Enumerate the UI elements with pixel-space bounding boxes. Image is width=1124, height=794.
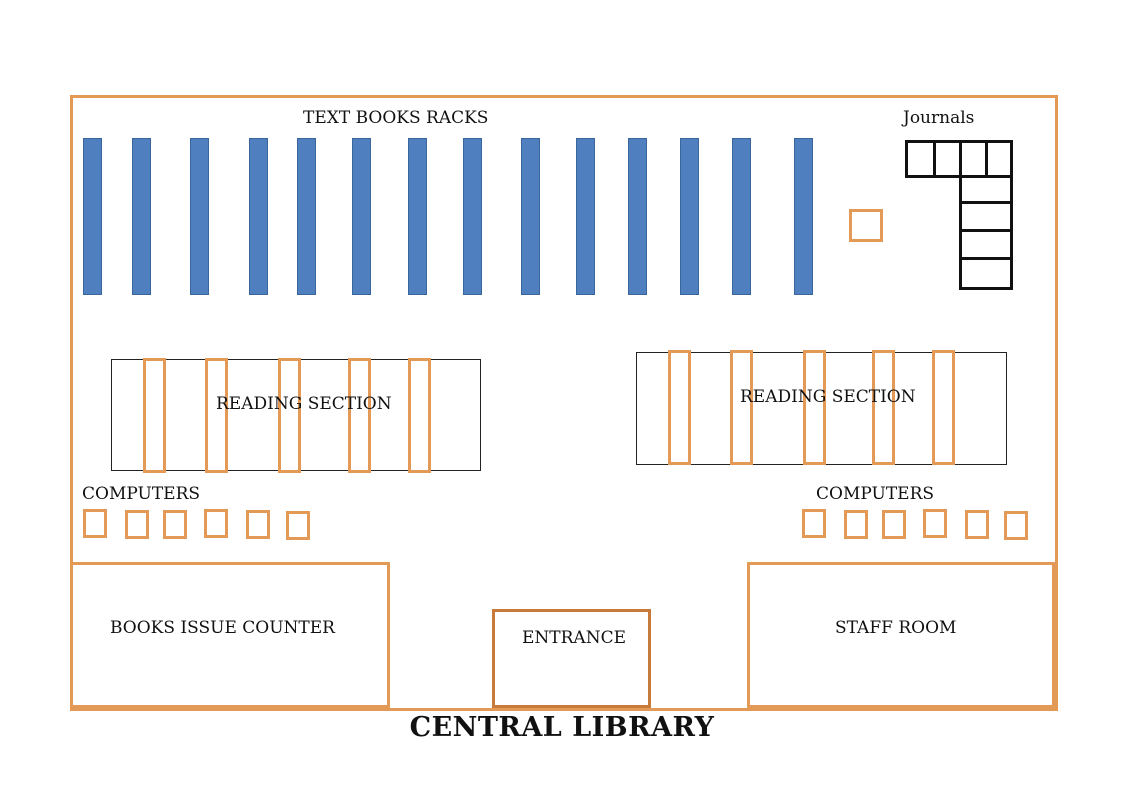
text-books-racks-label: TEXT BOOKS RACKS — [303, 108, 489, 128]
computer-station — [125, 510, 149, 539]
books-issue-counter-label: BOOKS ISSUE COUNTER — [110, 618, 335, 638]
entrance-area — [492, 609, 651, 708]
reading-table — [932, 350, 955, 465]
reading-table — [408, 358, 431, 473]
book-rack — [732, 138, 751, 295]
page-title: CENTRAL LIBRARY — [409, 712, 715, 743]
journal-desk — [849, 209, 883, 242]
staff-room-label: STAFF ROOM — [835, 618, 957, 638]
library-outer-wall — [70, 95, 1058, 711]
entrance-label: ENTRANCE — [522, 628, 626, 648]
computers-right-label: COMPUTERS — [816, 484, 935, 504]
reading-table — [872, 350, 895, 465]
book-rack — [463, 138, 482, 295]
reading-table — [278, 358, 301, 473]
computer-station — [246, 510, 270, 539]
journal-shelf-cell — [905, 140, 936, 178]
computer-station — [83, 509, 107, 538]
book-rack — [249, 138, 268, 295]
book-rack — [83, 138, 102, 295]
book-rack — [352, 138, 371, 295]
journal-shelf-cell — [985, 140, 1013, 178]
book-rack — [521, 138, 540, 295]
reading-table — [730, 350, 753, 465]
journal-shelf-cell — [959, 140, 988, 178]
book-rack — [680, 138, 699, 295]
journal-shelf-cell — [933, 140, 962, 178]
computer-station — [965, 510, 989, 539]
book-rack — [794, 138, 813, 295]
reading-table — [143, 358, 166, 473]
computers-left-label: COMPUTERS — [82, 484, 201, 504]
computer-station — [802, 509, 826, 538]
reading-table — [205, 358, 228, 473]
book-rack — [628, 138, 647, 295]
book-rack — [576, 138, 595, 295]
reading-table — [668, 350, 691, 465]
book-rack — [190, 138, 209, 295]
book-rack — [297, 138, 316, 295]
reading-table — [803, 350, 826, 465]
computer-station — [163, 510, 187, 539]
computer-station — [882, 510, 906, 539]
journal-shelf-cell — [959, 229, 1013, 260]
reading-section-right-label: READING SECTION — [740, 387, 916, 407]
journals-label: Journals — [903, 108, 975, 128]
books-issue-counter-room — [70, 562, 390, 708]
computer-station — [286, 511, 310, 540]
journal-shelf-cell — [959, 175, 1013, 204]
computer-station — [844, 510, 868, 539]
staff-room — [747, 562, 1055, 708]
book-rack — [408, 138, 427, 295]
journal-shelf-cell — [959, 201, 1013, 232]
computer-station — [204, 509, 228, 538]
computer-station — [923, 509, 947, 538]
computer-station — [1004, 511, 1028, 540]
book-rack — [132, 138, 151, 295]
reading-section-left-label: READING SECTION — [216, 394, 392, 414]
journal-shelf-cell — [959, 257, 1013, 290]
reading-table — [348, 358, 371, 473]
